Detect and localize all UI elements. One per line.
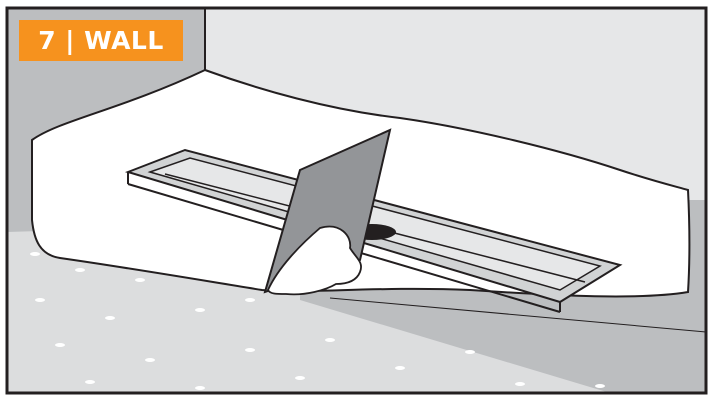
step-badge: 7 | WALL (19, 20, 183, 61)
